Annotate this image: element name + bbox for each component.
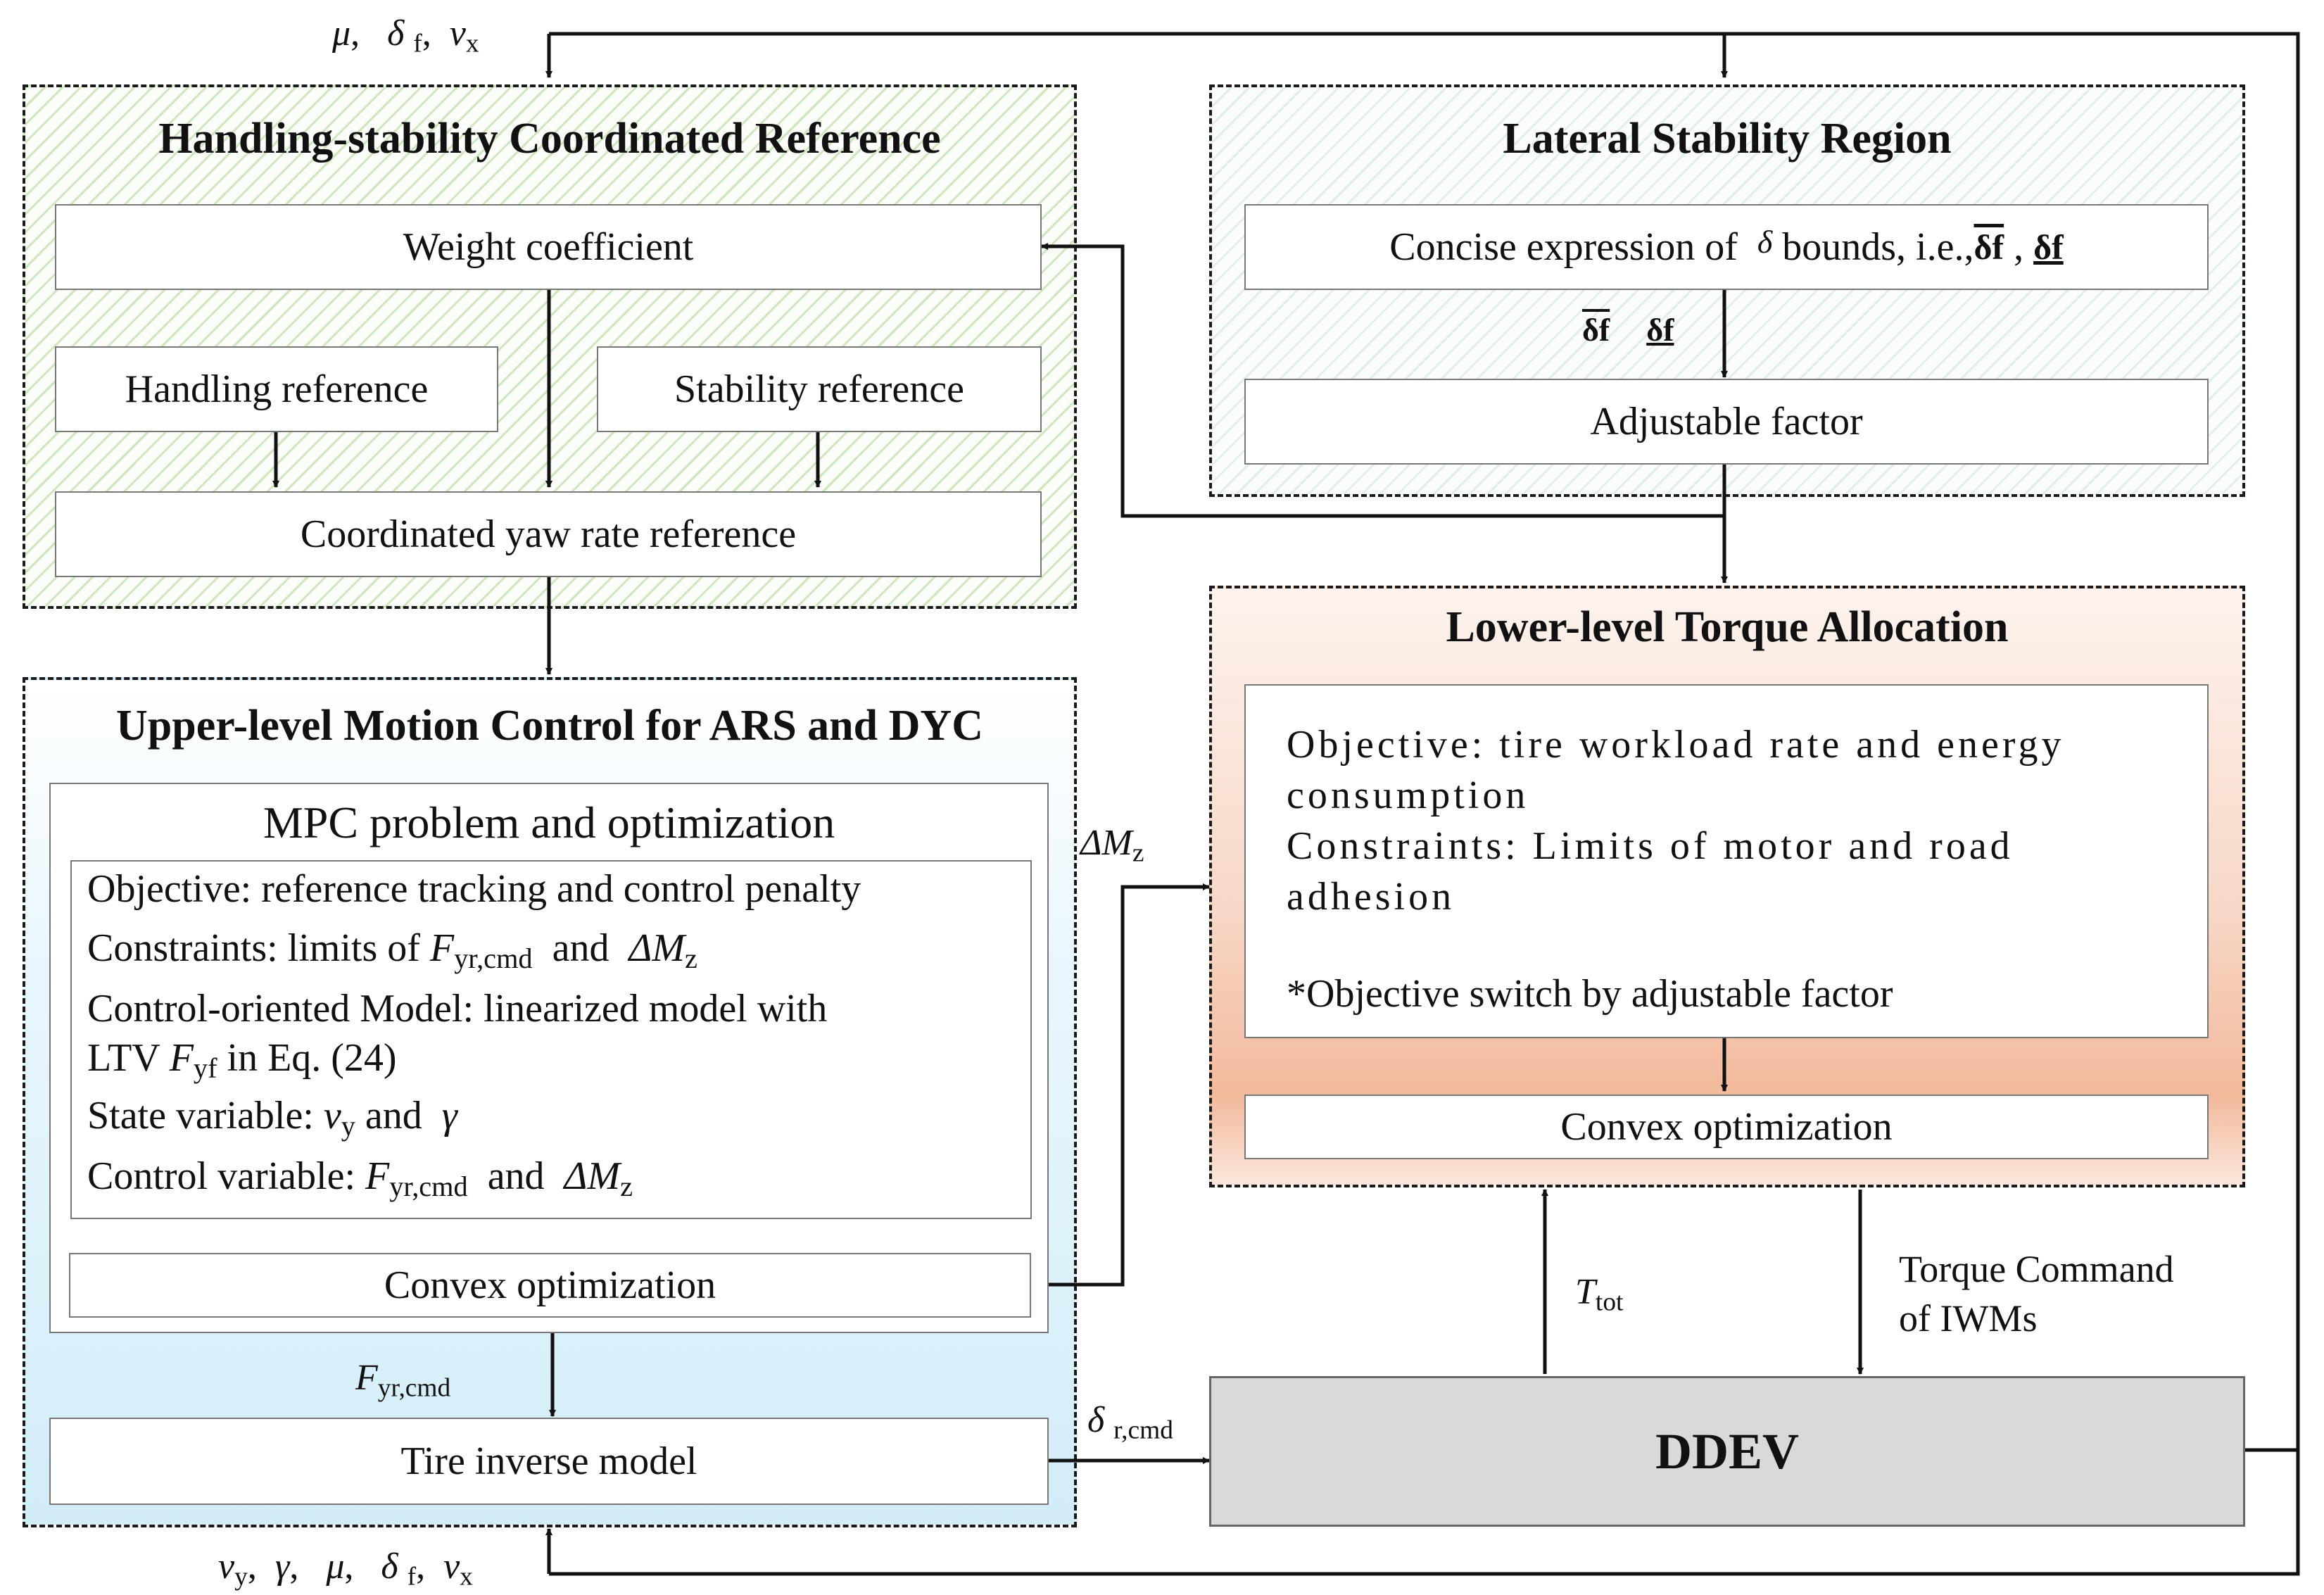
dmz-Delta: Δ [1080,823,1102,863]
delta-upper-bound: δf [1973,227,2004,267]
ttot-T: T [1575,1272,1596,1312]
top-inputs-label: μ, δ f, vx [332,13,479,58]
mpc-model-line1: Control-oriented Model: linearized model… [87,987,828,1030]
ttot-label: Ttot [1575,1271,1623,1317]
top-sep-1: , [351,13,360,53]
control-pre-text: Control variable: [87,1154,356,1198]
constraints-and: and [552,926,610,970]
dmz-M: M [1101,823,1132,863]
bounds-label-upper: δf [1582,312,1610,348]
upper-convex-optimization-box: Convex optimization [69,1253,1031,1318]
upper-level-title: Upper-level Motion Control for ARS and D… [116,702,983,750]
constraints-M-sub: z [684,942,697,975]
mpc-constraints: Constraints: limits of Fyr,cmd and ΔMz [87,923,697,983]
constraints-Delta-symbol: Δ [629,926,652,970]
mpc-title: MPC problem and optimization [263,798,835,847]
lower-constraints-line2: adhesion [1287,875,1455,919]
concise-expression-box: Concise expression of δ bounds, i.e., δf… [1244,204,2209,290]
bottom-inputs-label: vy, γ, μ, δ f, vx [218,1546,473,1591]
bottom-sep-4: , [416,1546,426,1587]
top-delta-sub: f [413,29,422,58]
torque-command-line1: Torque Command [1899,1248,2174,1290]
top-delta: δ [387,13,405,53]
lateral-stability-title: Lateral Stability Region [1503,115,1952,163]
top-mu: μ [332,13,351,53]
concise-delta-symbol: δ [1757,223,1773,260]
top-sep-2: , [422,13,431,53]
fyr-F: F [355,1358,378,1398]
model-eq: in Eq. (24) [227,1036,397,1080]
constraints-M-symbol: M [652,926,685,970]
top-v: v [449,13,466,53]
control-M-symbol: M [587,1154,621,1198]
delta-mz-label: ΔMz [1080,822,1144,868]
fyr-sub: yr,cmd [377,1373,451,1403]
ddev-plant-box: DDEV [1209,1376,2245,1527]
constraints-F-sub: yr,cmd [454,942,533,975]
torque-command-label: Torque Command of IWMs [1899,1244,2174,1343]
model-F-symbol: F [169,1036,194,1080]
state-v-sub: y [341,1110,355,1142]
stability-reference-box: Stability reference [597,346,1042,432]
bottom-v2-sub: x [460,1562,473,1591]
torque-command-line2: of IWMs [1899,1297,2038,1339]
delta-rcmd-label: δ r,cmd [1087,1399,1173,1445]
lower-constraints-line1: Constraints: Limits of motor and road [1287,824,2014,868]
model-F-sub: yf [193,1052,217,1085]
constraints-F-symbol: F [429,926,455,970]
delta-lower-bound: δf [2033,227,2064,267]
bottom-mu: μ [326,1546,345,1587]
drcmd-delta: δ [1087,1400,1105,1440]
dmz-sub: z [1132,838,1144,868]
lower-objective-frame: Objective: tire workload rate and energy… [1244,684,2209,1038]
lower-convex-optimization-box: Convex optimization [1244,1095,2209,1159]
control-Delta-symbol: Δ [564,1154,588,1198]
control-and: and [487,1154,545,1198]
mpc-control-variable: Control variable: Fyr,cmd and ΔMz [87,1152,633,1211]
bottom-v-sub: y [234,1562,248,1591]
mpc-details: Objective: reference tracking and contro… [70,860,1032,1219]
bounds-label-lower: δf [1646,312,1674,348]
lower-objective-switch: *Objective switch by adjustable factor [1287,972,1893,1016]
lower-level-title: Lower-level Torque Allocation [1446,603,2009,651]
bottom-v: v [218,1546,235,1587]
bottom-sep-2: , [289,1546,299,1587]
bottom-gamma: γ [274,1546,290,1587]
constraints-pre-text: Constraints: limits of [87,926,420,970]
bottom-sep-3: , [344,1546,354,1587]
handling-reference-box: Handling reference [55,346,498,432]
coordinated-yaw-rate-box: Coordinated yaw rate reference [55,491,1042,577]
state-and: and [365,1094,422,1137]
weight-coefficient-box: Weight coefficient [55,204,1042,290]
model-ltv: LTV [87,1036,160,1080]
concise-mid-text: bounds, i.e., [1782,225,1974,269]
control-F-symbol: F [365,1154,390,1198]
state-v-symbol: v [323,1094,341,1137]
control-F-sub: yr,cmd [389,1171,468,1203]
top-v-sub: x [465,29,479,58]
drcmd-sub: r,cmd [1113,1416,1173,1445]
concise-pre-text: Concise expression of [1389,225,1738,269]
state-pre-text: State variable: [87,1094,314,1137]
handling-stability-title: Handling-stability Coordinated Reference [158,115,941,163]
lower-objective-line1: Objective: tire workload rate and energy [1287,723,2065,767]
lower-objective-line2: consumption [1287,774,1529,817]
tire-inverse-model-box: Tire inverse model [49,1418,1049,1505]
fyr-cmd-label: Fyr,cmd [355,1357,450,1403]
bounds-comma: , [2014,225,2024,269]
adjustable-factor-box: Adjustable factor [1244,379,2209,465]
mpc-frame: MPC problem and optimization Objective: … [49,783,1049,1333]
mpc-model-line2: LTV Fyf in Eq. (24) [87,1033,397,1093]
control-M-sub: z [620,1171,633,1203]
bottom-delta-sub: f [407,1562,417,1591]
ttot-sub: tot [1595,1287,1624,1317]
bounds-label: δf δf [1582,308,1674,350]
mpc-objective: Objective: reference tracking and contro… [87,867,861,911]
bottom-v2: v [443,1546,460,1587]
bottom-sep-1: , [247,1546,257,1587]
state-gamma-symbol: γ [441,1094,457,1137]
mpc-state-variable: State variable: vy and γ [87,1091,457,1151]
bottom-delta: δ [381,1546,398,1587]
